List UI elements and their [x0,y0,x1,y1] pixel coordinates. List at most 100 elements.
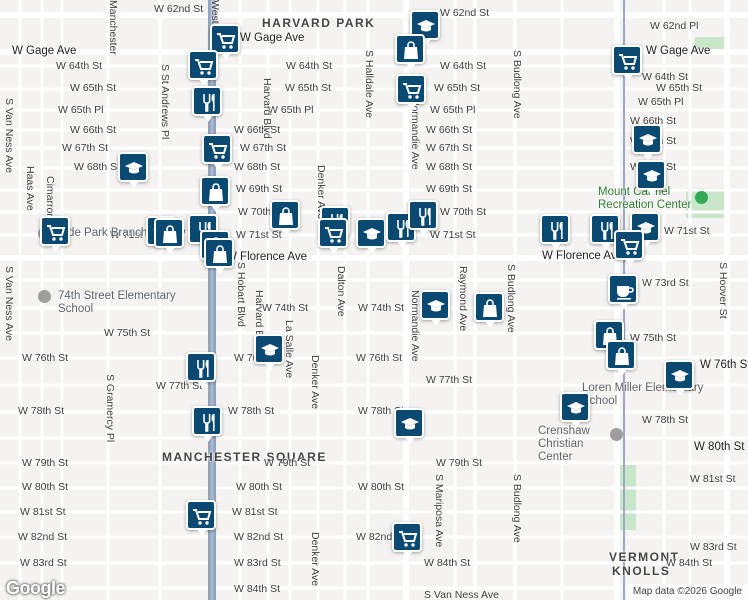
grocery-marker-icon[interactable] [202,134,232,170]
street-label: Denker Ave [309,355,321,410]
poi-label-74th-school[interactable]: 74th Street Elementary School [58,290,176,315]
grocery-marker-icon[interactable] [318,218,348,254]
street-label: W 81st St [20,506,66,518]
school-marker-icon[interactable] [632,124,662,160]
street-label: W 74th St [358,302,405,314]
street-label: W 68th St [234,161,281,173]
school-marker-icon[interactable] [420,290,450,326]
street-label: Dalton Ave [335,266,347,317]
street-label: W 80th St [694,441,745,453]
street-label: W 71st [110,229,143,241]
street-label: W 62nd Pl [650,20,699,32]
street-label: W Florence Ave [542,250,623,262]
street-label: S Hoover St [717,262,729,319]
restaurant-marker-icon[interactable] [590,214,620,250]
street-label: W 68th St [426,161,473,173]
street-label: W Gage Ave [646,45,711,57]
street-label: Haas Ave [24,166,36,211]
shopping-marker-icon[interactable] [606,340,636,376]
street-label: S Hobart Blvd [235,262,247,327]
restaurant-marker-icon[interactable] [408,200,438,236]
street-label: W 76th St [356,352,403,364]
street-label: W Gage Ave [240,32,305,44]
street-label: S Budlong Ave [511,50,523,119]
street-label: S Van Ness Ave [424,589,499,600]
area-label-harvard-park: HARVARD PARK [262,16,376,30]
school-marker-icon[interactable] [394,408,424,444]
street-label: W 69th St [236,183,283,195]
restaurant-marker-icon[interactable] [186,352,216,388]
street-label: Harvard Blvd [261,78,273,139]
google-logo: Google [6,578,66,598]
grocery-marker-icon[interactable] [614,230,644,266]
street-label: S Halldale Ave [363,50,375,119]
street-label: W 84th St [666,557,713,569]
street-label: W 73rd St [642,277,689,289]
school-marker-icon[interactable] [636,160,666,196]
street-label: Denker Ave [309,532,321,587]
street-label: W 80th St [358,481,405,493]
street-label: W 84th St [424,557,471,569]
street-label: W 76th St [22,352,69,364]
street-label: W 81st St [690,473,736,485]
shopping-marker-icon[interactable] [395,34,425,70]
street-label: S Van Ness Ave [3,266,15,341]
street-label: W 64th St [440,60,487,72]
street-label: W 65th St [70,82,117,94]
street-label: W 65th Pl [268,104,314,116]
school-marker-icon[interactable] [664,360,694,396]
street-label: S Budlong Ave [505,264,517,333]
restaurant-marker-icon[interactable] [192,86,222,122]
school-marker-icon[interactable] [118,152,148,188]
school-marker-icon[interactable] [356,218,386,254]
grocery-marker-icon[interactable] [188,50,218,86]
street-label: W 80th St [22,481,69,493]
street-label: W 78th St [18,405,65,417]
poi-label-crenshaw[interactable]: Crenshaw Christian Center [538,425,590,463]
street-label: W 77th St [156,380,203,392]
shopping-marker-icon[interactable] [204,238,234,274]
street-label: W 69th St [426,183,473,195]
restaurant-marker-icon[interactable] [540,214,570,250]
street-label: W 71st St [664,225,710,237]
grocery-marker-icon[interactable] [40,216,70,252]
street-label: W 64th St [286,60,333,72]
street-label: W 78th St [228,405,275,417]
cafe-marker-icon[interactable] [608,274,638,310]
grocery-marker-icon[interactable] [186,500,216,536]
street-label: W 83rd St [234,557,281,569]
street-label: La Salle Ave [283,320,295,379]
shopping-marker-icon[interactable] [270,200,300,236]
street-label: W 80th St [236,481,283,493]
restaurant-marker-icon[interactable] [192,406,222,442]
street-label: W Florence Ave [226,251,307,263]
street-label: W 70th St [440,206,487,218]
grocery-marker-icon[interactable] [612,45,642,81]
street-label: W 82nd St [234,531,284,543]
street-label: W 64th St [642,71,689,83]
shopping-marker-icon[interactable] [200,176,230,212]
area-label-vermont: VERMONT [609,550,680,564]
street-label: Normandie Ave [409,290,421,362]
street-label: W 68th St [74,161,121,173]
street-label: W 71st St [430,229,476,241]
street-label: S St Andrews Pl [159,64,171,140]
poi-label-library[interactable]: Hyde Park Branch Library [54,227,186,239]
street-label: Raymond Ave [457,266,469,332]
street-label: W 81st St [232,506,278,518]
park-icon [695,191,708,204]
map-attribution[interactable]: Map data ©2026 Google [626,584,748,600]
shopping-marker-icon[interactable] [154,218,184,254]
street-label: Manchester [107,0,119,55]
street-label: W 65th St [656,82,703,94]
school-marker-icon[interactable] [560,392,590,428]
street-label: W 66th St [426,124,473,136]
school-marker-icon[interactable] [254,334,284,370]
grocery-marker-icon[interactable] [210,24,240,60]
street-label: W 76th St [700,359,748,371]
street-label: W 70th St [238,206,285,218]
shopping-marker-icon[interactable] [474,292,504,328]
grocery-marker-icon[interactable] [392,522,422,558]
grocery-marker-icon[interactable] [396,74,426,110]
